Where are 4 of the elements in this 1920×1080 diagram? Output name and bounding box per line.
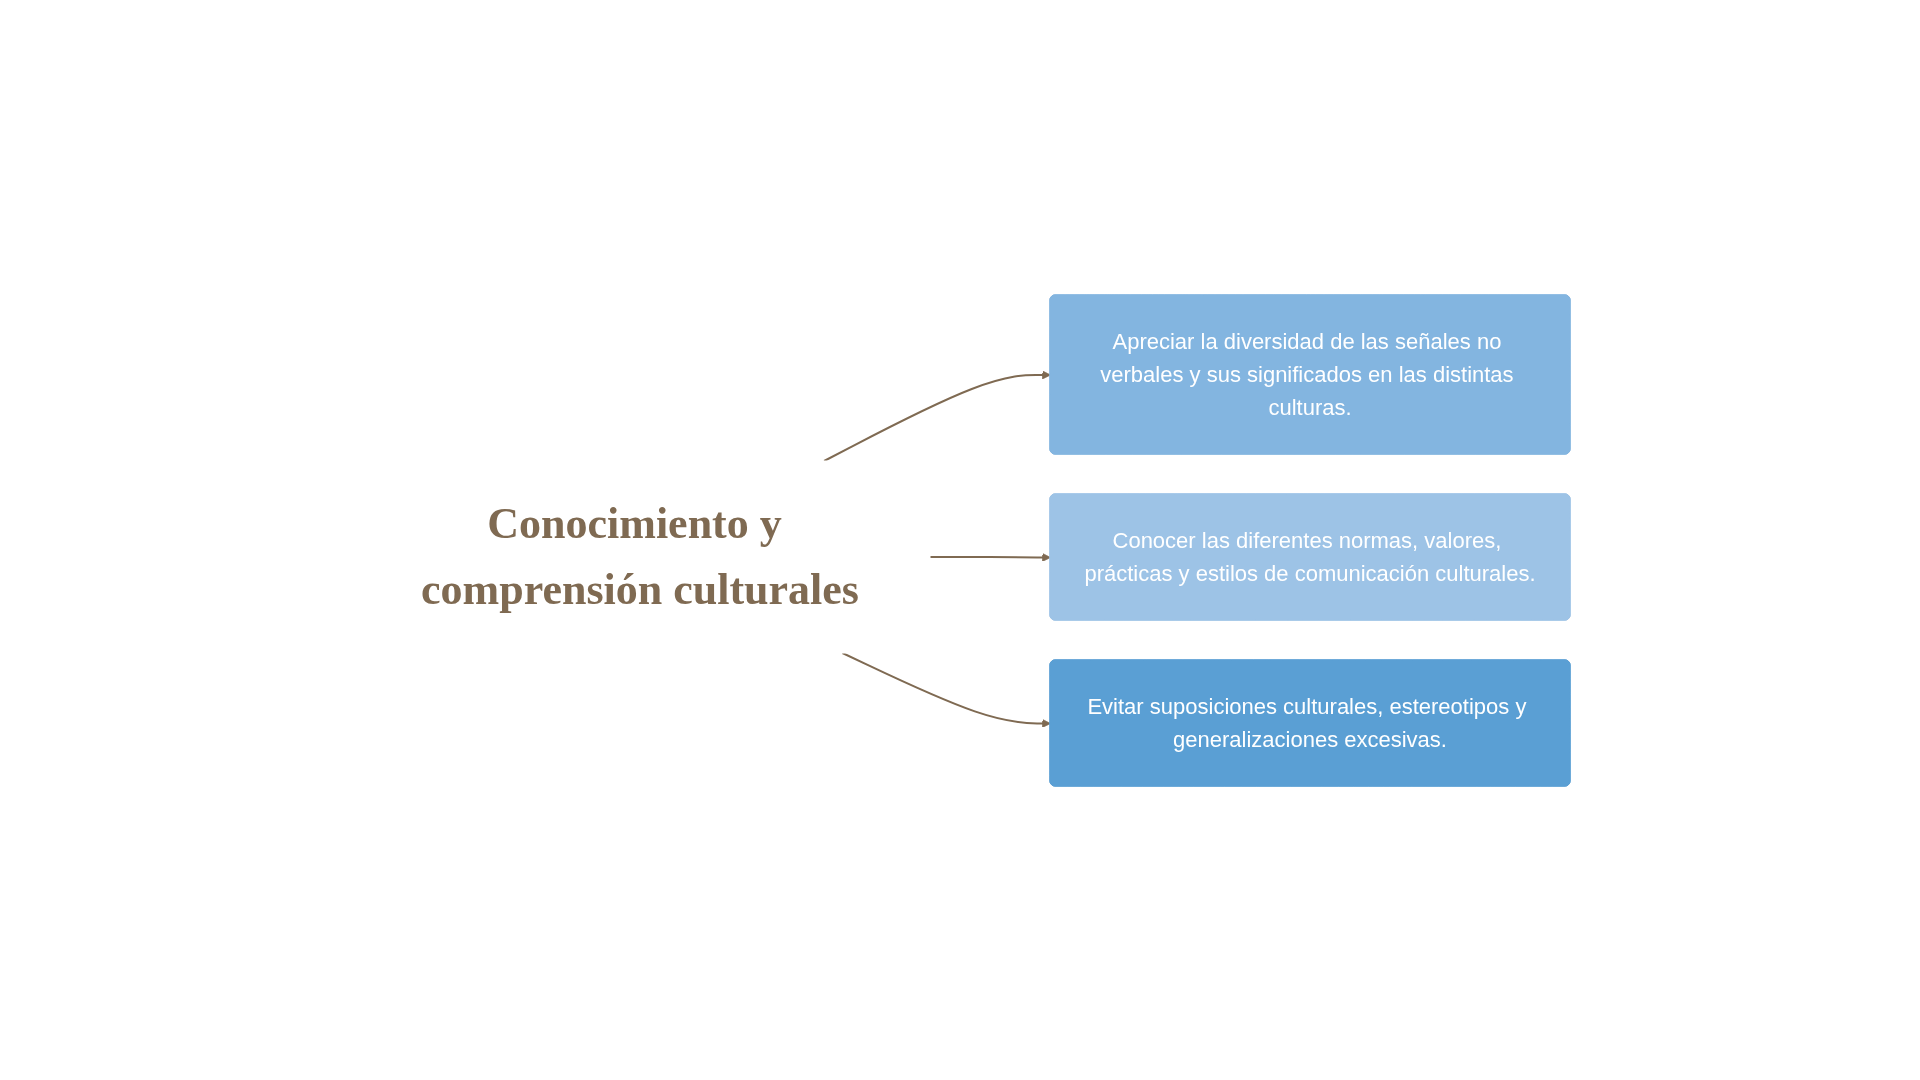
arrow — [841, 651, 1051, 728]
node-text: Conocimiento y comprensión culturales — [421, 498, 859, 614]
arrow — [823, 370, 1051, 462]
arrow — [929, 552, 1051, 562]
